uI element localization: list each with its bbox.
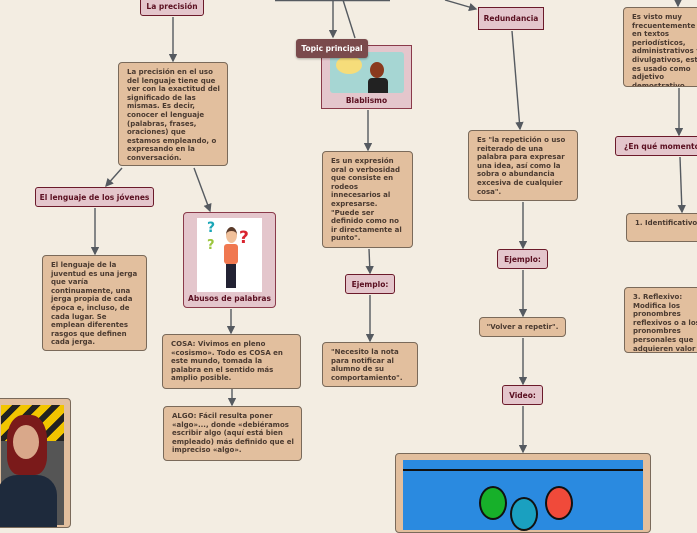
topic-abusos-de-palabras[interactable]: ? ? ? Abusos de palabras <box>183 212 276 308</box>
topic-principal-badge: Topic principal <box>296 39 368 58</box>
blablismo-description[interactable]: Es un expresión oral o verbosidad que co… <box>322 151 413 248</box>
topic-video[interactable]: Video: <box>502 385 543 405</box>
jovenes-description[interactable]: El lenguaje de la juventud es una jerga … <box>42 255 147 351</box>
author-photo <box>0 398 71 528</box>
blablismo-label: Blablismo <box>345 96 388 105</box>
topic-ejemplo-blablismo[interactable]: Ejemplo: <box>345 274 395 294</box>
connector-lines <box>90 0 686 454</box>
necesito-example[interactable]: "Necesito la nota para notificar al alum… <box>322 342 418 387</box>
cosa-description[interactable]: COSA: Vivimos en pleno «cosismo». Todo e… <box>162 334 301 389</box>
traffic-buttons-image <box>403 460 643 531</box>
topic-en-que-momento[interactable]: ¿En qué momento <box>615 136 697 156</box>
topic-la-precision[interactable]: La precisión <box>140 0 204 16</box>
woman-speech-bubble-image <box>329 52 404 93</box>
precision-description[interactable]: La precisión en el uso del lenguaje tien… <box>118 62 228 166</box>
reflexivo-description[interactable]: 3. Reflexivo: Modifica los pronombres re… <box>624 287 697 353</box>
abusos-label: Abusos de palabras <box>188 294 271 303</box>
identificativo-description[interactable]: 1. Identificativo: semejanza o igualdad <box>626 213 697 242</box>
topic-redundancia[interactable]: Redundancia <box>478 7 544 30</box>
visto-description[interactable]: Es visto muy frecuentemente en textos pe… <box>623 7 697 87</box>
topic-lenguaje-jovenes[interactable]: El lenguaje de los jóvenes <box>35 187 154 207</box>
volver-example[interactable]: "Volver a repetir". <box>479 317 566 337</box>
video-thumbnail[interactable] <box>395 453 651 533</box>
algo-description[interactable]: ALGO: Fácil resulta poner «algo»..., don… <box>163 406 302 461</box>
confused-man-image: ? ? ? <box>197 218 262 292</box>
topic-ejemplo-redundancia[interactable]: Ejemplo: <box>497 249 548 269</box>
redundancia-description[interactable]: Es "la repetición o uso reiterado de una… <box>468 130 578 201</box>
